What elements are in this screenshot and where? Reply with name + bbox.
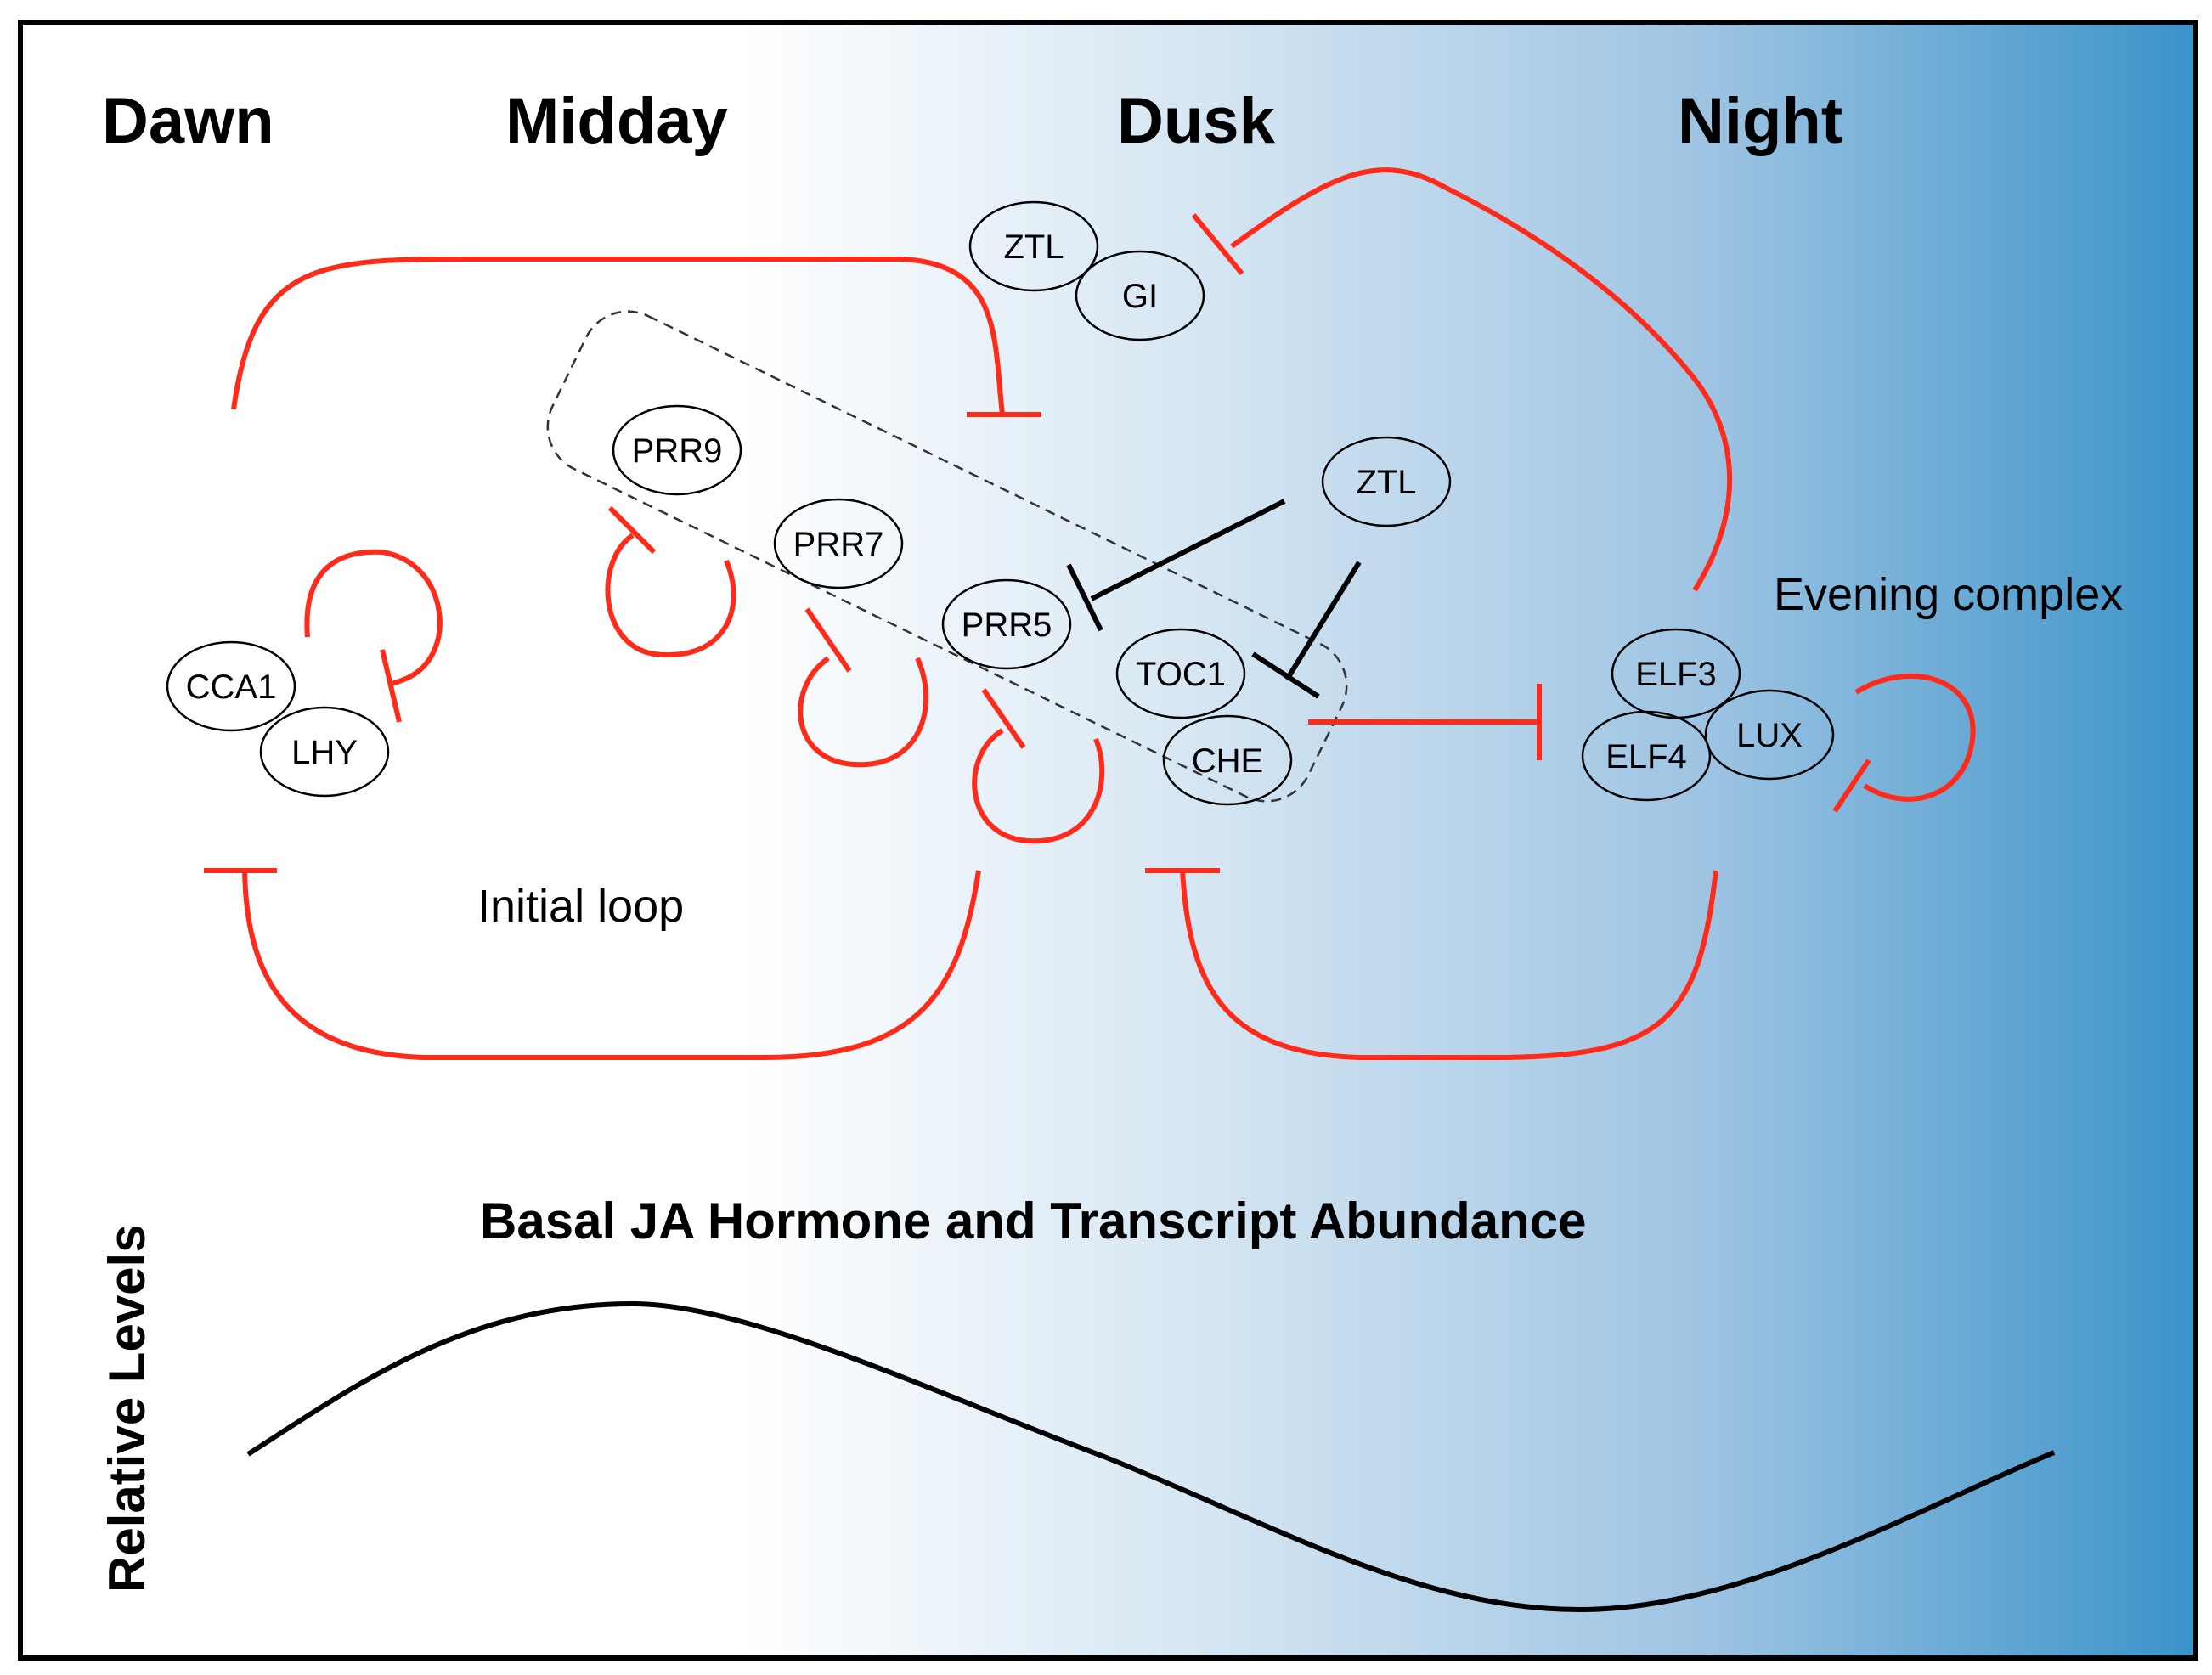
node-elf4: ELF4 bbox=[1581, 710, 1712, 802]
ztl-to-toc1-inhibition bbox=[1284, 561, 1362, 681]
abundance-curve bbox=[246, 1300, 2056, 1613]
inhibition-bar bbox=[1832, 759, 1871, 813]
phase-dusk: Dusk bbox=[1117, 85, 1276, 157]
background-gradient bbox=[18, 20, 2198, 1661]
gene-label: PRR5 bbox=[962, 606, 1052, 644]
gene-label: CCA1 bbox=[186, 668, 277, 706]
node-ztl-top: ZTL bbox=[968, 200, 1099, 292]
prr-group-box bbox=[546, 310, 1348, 803]
node-prr7: PRR7 bbox=[773, 498, 904, 589]
gene-label: ELF4 bbox=[1605, 738, 1687, 775]
inhibition-bar bbox=[981, 688, 1026, 749]
inhibition-bar bbox=[1191, 213, 1244, 275]
night-to-dusk-inhibition bbox=[1180, 870, 1718, 1060]
node-lux: LUX bbox=[1704, 689, 1835, 781]
gene-label: ZTL bbox=[1003, 228, 1064, 266]
prr7-self-loop bbox=[798, 656, 929, 768]
phase-night: Night bbox=[1678, 85, 1842, 157]
cca1-lhy-self-loop bbox=[304, 549, 443, 686]
evening-complex-self-loop bbox=[1854, 673, 1976, 802]
gene-label: PRR7 bbox=[793, 526, 884, 563]
gene-label: GI bbox=[1122, 278, 1158, 315]
node-cca1: CCA1 bbox=[166, 640, 296, 732]
gene-label: TOC1 bbox=[1136, 656, 1226, 693]
gene-label: LUX bbox=[1736, 717, 1803, 754]
prr9-self-loop bbox=[605, 533, 736, 658]
abundance-title: Basal JA Hormone and Transcript Abundanc… bbox=[480, 1193, 1587, 1249]
inhibition-bar bbox=[1066, 563, 1103, 632]
node-prr5: PRR5 bbox=[941, 578, 1072, 670]
gene-label: ELF3 bbox=[1635, 656, 1717, 693]
inhibition-bar bbox=[607, 505, 657, 555]
relative-levels-axis-label: Relative Levels bbox=[99, 1224, 155, 1593]
evening-complex-label: Evening complex bbox=[1774, 569, 2123, 620]
gene-label: PRR9 bbox=[632, 432, 723, 470]
evening-to-ztl-gi-inhibition bbox=[1230, 167, 1733, 592]
node-toc1: TOC1 bbox=[1115, 628, 1246, 719]
gene-label: ZTL bbox=[1356, 464, 1416, 501]
phase-midday: Midday bbox=[505, 85, 728, 157]
inhibition-bar bbox=[380, 649, 402, 723]
inhibition-bar bbox=[1251, 651, 1320, 699]
node-lhy: LHY bbox=[259, 706, 390, 798]
node-ztl-mid: ZTL bbox=[1321, 436, 1452, 527]
phase-dawn: Dawn bbox=[102, 85, 274, 157]
node-gi: GI bbox=[1075, 250, 1205, 341]
inhibition-bar bbox=[804, 607, 852, 673]
dawn-to-midday-inhibition bbox=[231, 256, 1005, 415]
gene-label: CHE bbox=[1192, 742, 1263, 780]
ztl-to-prr5-inhibition bbox=[1090, 499, 1286, 601]
node-che: CHE bbox=[1162, 714, 1293, 806]
midday-to-dawn-inhibition bbox=[242, 870, 981, 1060]
gene-label: LHY bbox=[291, 734, 358, 771]
node-prr9: PRR9 bbox=[612, 404, 742, 496]
initial-loop-label: Initial loop bbox=[477, 881, 684, 932]
prr5-self-loop bbox=[972, 728, 1105, 844]
